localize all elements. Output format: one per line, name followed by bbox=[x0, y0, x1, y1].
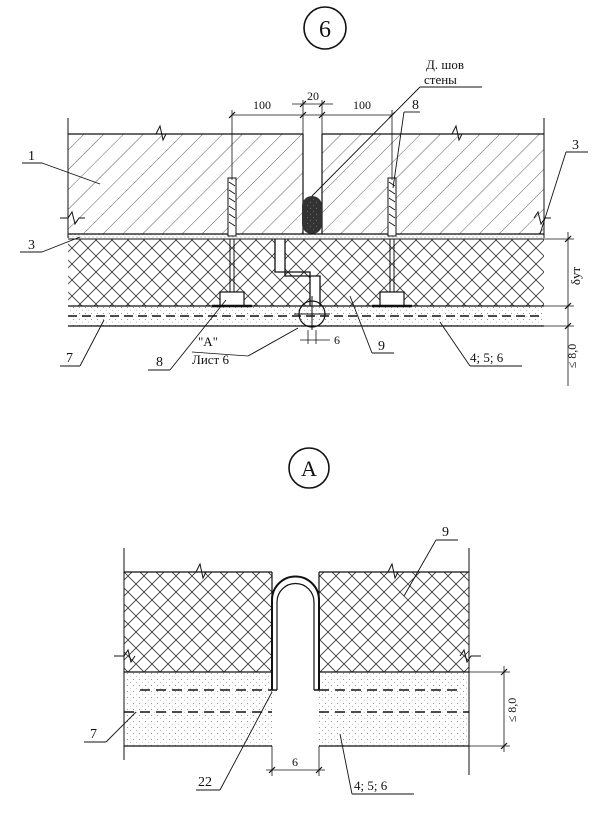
dimension-top: 100 20 100 bbox=[228, 89, 396, 180]
callout-3-left: 3 bbox=[20, 236, 81, 253]
callout-3-left-label: 3 bbox=[28, 238, 35, 253]
section-6: 6 bbox=[20, 6, 588, 386]
detail-callout-layers: 4; 5; 6 bbox=[339, 733, 414, 795]
callout-9-label: 9 bbox=[378, 339, 385, 354]
wall bbox=[60, 118, 551, 238]
detail-callout-7: 7 bbox=[84, 711, 137, 743]
wall-joint-label-line2: стены bbox=[424, 72, 457, 87]
detail-callout-9-label: 9 bbox=[442, 525, 449, 540]
detail-dim-max-label: ≤ 8,0 bbox=[505, 698, 519, 723]
detail-callout-layers-label: 4; 5; 6 bbox=[354, 778, 388, 793]
joint-sealant-cord bbox=[302, 196, 322, 234]
callout-7: 7 bbox=[60, 319, 105, 367]
detail-callout-9: 9 bbox=[403, 525, 458, 597]
detail-label-circle: A bbox=[288, 447, 330, 489]
detail-ref-line1: "А" bbox=[198, 334, 218, 349]
dim-center-label: 20 bbox=[307, 89, 319, 103]
anchor-right bbox=[372, 177, 412, 308]
detail-dim-gap-label: 6 bbox=[292, 755, 298, 769]
callout-1: 1 bbox=[22, 149, 101, 185]
callout-8-bottom-label: 8 bbox=[156, 355, 163, 370]
adhesive-layer bbox=[68, 233, 544, 240]
anchor-left bbox=[212, 177, 252, 308]
callout-8-top-label: 8 bbox=[412, 98, 419, 113]
wall-joint-label-line1: Д. шов bbox=[426, 57, 464, 72]
dim-max-label: ≤ 8,0 bbox=[565, 344, 579, 369]
detail-callout-7-label: 7 bbox=[90, 727, 97, 742]
callout-9: 9 bbox=[349, 295, 394, 354]
callout-3-right-label: 3 bbox=[572, 138, 579, 153]
expansion-profile bbox=[271, 575, 320, 691]
dimension-gap: 6 bbox=[300, 330, 340, 347]
insulation-layer bbox=[68, 239, 544, 307]
callout-layers: 4; 5; 6 bbox=[439, 321, 522, 367]
callout-8-top: 8 bbox=[392, 98, 420, 189]
wall-joint-callout: Д. шов стены bbox=[311, 57, 482, 197]
detail-callout-22-label: 22 bbox=[198, 775, 212, 790]
callout-1-label: 1 bbox=[28, 149, 35, 164]
detail-dimension-right: ≤ 8,0 bbox=[469, 666, 519, 752]
detail-a: A bbox=[84, 447, 519, 795]
section-label-circle: 6 bbox=[303, 6, 347, 50]
dim-delta-label: δут bbox=[568, 267, 583, 286]
detail-ref-label: "А" Лист 6 bbox=[191, 334, 249, 367]
detail-ref-line2: Лист 6 bbox=[192, 352, 229, 367]
detail-label: A bbox=[301, 456, 317, 481]
detail-callout-22: 22 bbox=[196, 691, 273, 791]
dim-right-label: 100 bbox=[353, 98, 371, 112]
dim-gap-label: 6 bbox=[334, 333, 340, 347]
callout-3-right: 3 bbox=[539, 138, 588, 235]
plaster-layer bbox=[68, 306, 544, 327]
dim-left-label: 100 bbox=[253, 98, 271, 112]
callout-layers-label: 4; 5; 6 bbox=[470, 350, 504, 365]
detail-plaster bbox=[124, 671, 469, 747]
callout-8-bottom: 8 bbox=[148, 299, 227, 371]
detail-dimension-gap: 6 bbox=[266, 746, 325, 776]
section-label: 6 bbox=[319, 17, 331, 43]
dimension-right: δут ≤ 8,0 bbox=[544, 232, 583, 386]
detail-reference-marker bbox=[247, 296, 330, 357]
callout-7-label: 7 bbox=[66, 351, 73, 366]
